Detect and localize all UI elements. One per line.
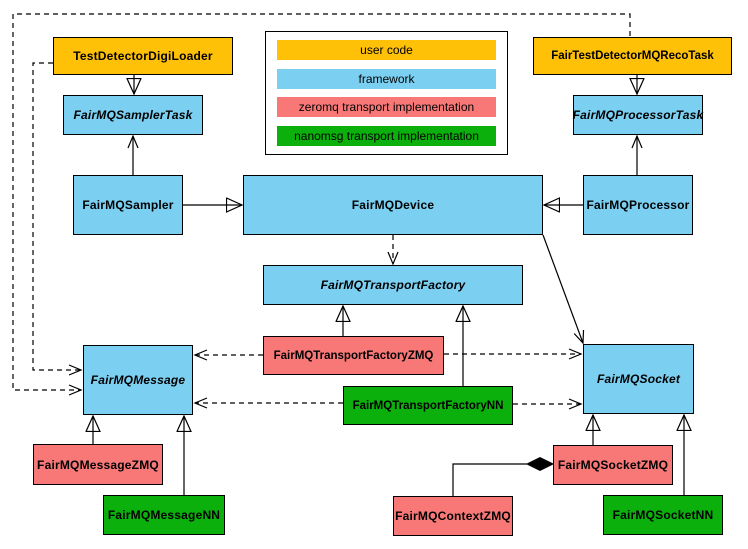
node-label: FairMQSamplerTask xyxy=(73,108,193,122)
node-fairmq-message-zmq: FairMQMessageZMQ xyxy=(33,444,163,485)
node-fair-test-detector-mq-reco-task: FairTestDetectorMQRecoTask xyxy=(533,37,732,75)
edge-digiloader-depends-message xyxy=(32,62,83,376)
node-label: FairMQMessage xyxy=(90,373,186,387)
node-fairmq-socket-nn: FairMQSocketNN xyxy=(603,495,723,535)
legend-item-zeromq: zeromq transport implementation xyxy=(277,97,496,118)
node-label: FairMQSampler xyxy=(82,198,174,212)
node-fairmq-transport-factory-zmq: FairMQTransportFactoryZMQ xyxy=(263,336,444,375)
legend-label: zeromq transport implementation xyxy=(298,100,475,115)
node-fairmq-socket-zmq: FairMQSocketZMQ xyxy=(553,445,673,485)
node-fairmq-sampler: FairMQSampler xyxy=(73,175,183,235)
legend-item-framework: framework xyxy=(277,68,496,89)
node-fairmq-transport-factory: FairMQTransportFactory xyxy=(263,265,523,305)
legend: user code framework zeromq transport imp… xyxy=(265,31,508,155)
node-label: FairMQMessageNN xyxy=(107,508,221,522)
node-label: FairMQDevice xyxy=(351,198,435,212)
node-test-detector-digi-loader: TestDetectorDigiLoader xyxy=(53,37,233,75)
legend-label: user code xyxy=(360,43,413,58)
node-fairmq-transport-factory-nn: FairMQTransportFactoryNN xyxy=(343,386,513,425)
node-label: FairMQTransportFactoryZMQ xyxy=(273,349,434,362)
node-label: TestDetectorDigiLoader xyxy=(73,49,213,63)
node-label: FairTestDetectorMQRecoTask xyxy=(551,50,714,62)
composition-diamond xyxy=(525,456,555,472)
node-fairmq-processor-task: FairMQProcessorTask xyxy=(573,95,703,135)
legend-item-nanomsg: nanomsg transport implementation xyxy=(277,125,496,146)
node-label: FairMQProcessor xyxy=(586,198,690,212)
node-fairmq-message-nn: FairMQMessageNN xyxy=(103,495,225,535)
edge-device-uses-socket xyxy=(542,234,585,345)
edge-socketzmq-owns-contextzmq xyxy=(452,463,527,496)
node-label: FairMQTransportFactoryNN xyxy=(352,399,504,412)
node-fairmq-processor: FairMQProcessor xyxy=(583,175,693,235)
node-fairmq-socket: FairMQSocket xyxy=(583,344,694,414)
node-label: FairMQSocketNN xyxy=(612,508,714,522)
node-label: FairMQMessageZMQ xyxy=(37,457,159,472)
node-label: FairMQContextZMQ xyxy=(395,509,511,523)
node-label: FairMQProcessorTask xyxy=(572,108,704,122)
legend-item-user-code: user code xyxy=(277,40,496,61)
legend-label: framework xyxy=(358,71,415,86)
edge-recotask-depends-message xyxy=(12,13,631,396)
node-fairmq-sampler-task: FairMQSamplerTask xyxy=(63,95,203,135)
node-label: FairMQSocketZMQ xyxy=(557,458,669,472)
node-label: FairMQSocket xyxy=(596,372,681,386)
legend-label: nanomsg transport implementation xyxy=(294,128,479,143)
node-fairmq-message: FairMQMessage xyxy=(83,345,193,415)
node-fairmq-device: FairMQDevice xyxy=(243,175,543,235)
node-fairmq-context-zmq: FairMQContextZMQ xyxy=(393,496,513,536)
node-label: FairMQTransportFactory xyxy=(320,278,466,292)
